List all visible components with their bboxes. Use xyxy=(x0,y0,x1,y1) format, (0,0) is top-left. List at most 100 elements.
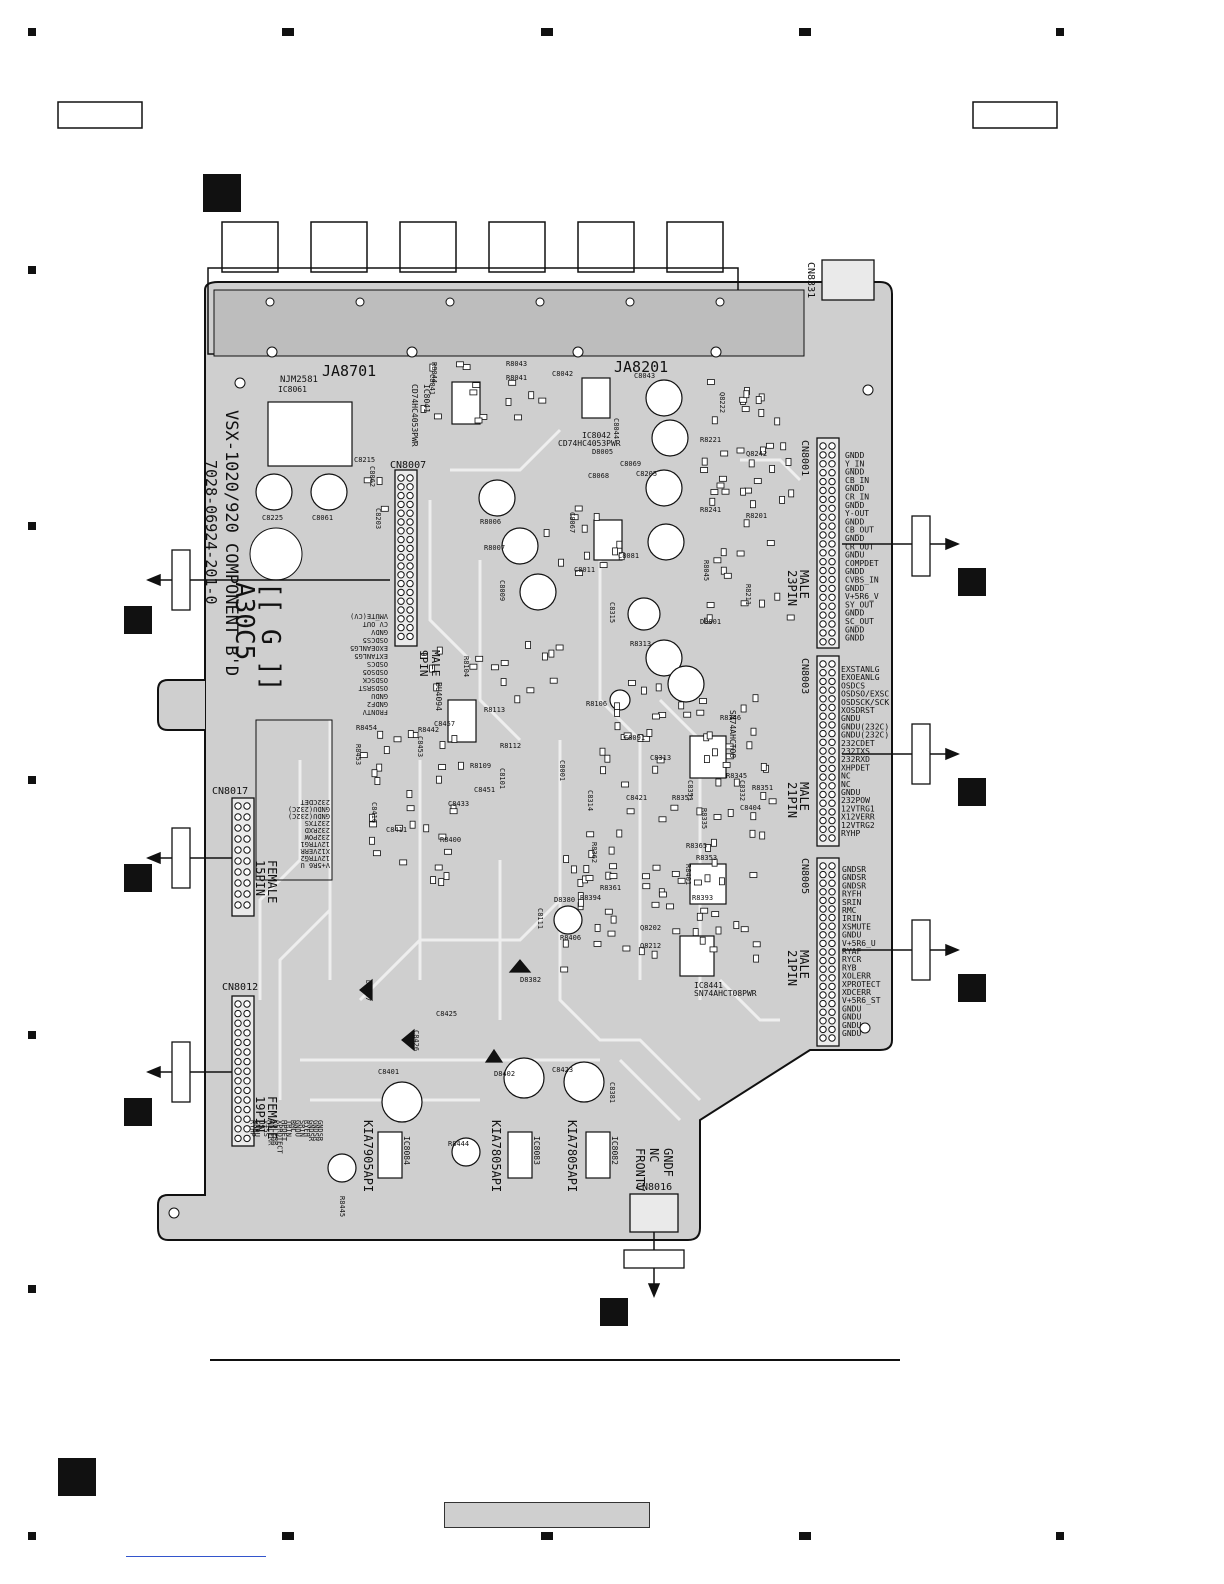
connector-pin xyxy=(397,509,405,517)
smd-pad xyxy=(659,891,667,898)
connector-pin xyxy=(234,1096,242,1104)
smd-pad xyxy=(696,912,703,921)
cn8005-signal: XDCERR xyxy=(842,988,871,997)
connector-pin xyxy=(406,579,414,588)
connector-pin xyxy=(819,834,827,842)
smd-pad xyxy=(610,915,617,924)
smd-pad xyxy=(558,558,564,567)
component-ref: R8365 xyxy=(686,842,707,850)
component-ref: R8043 xyxy=(506,360,527,368)
smd-pad xyxy=(780,442,787,451)
cn8003-signal: 232TXS xyxy=(841,747,870,756)
smd-pad xyxy=(720,450,729,457)
smd-pad xyxy=(372,850,381,857)
smd-pad xyxy=(593,513,600,521)
connector-pin xyxy=(234,824,242,832)
cn8016-signal: FRONTV xyxy=(633,1148,647,1191)
cn8016-ref: CN8016 xyxy=(636,1182,672,1193)
smd-pad xyxy=(672,928,681,935)
component-ref: R8041 xyxy=(506,374,527,382)
mounting-holes xyxy=(168,297,874,1219)
smd-pad xyxy=(443,872,450,880)
smd-pad xyxy=(438,878,445,886)
connector-pin xyxy=(406,571,414,579)
smd-pad xyxy=(581,524,588,533)
smd-pad xyxy=(528,391,535,400)
component-ref: C8081 xyxy=(618,552,639,560)
smd-pad xyxy=(716,482,725,489)
component-ref: R8007 xyxy=(484,544,505,552)
connector-pin xyxy=(819,756,827,764)
smd-pad xyxy=(704,755,710,763)
smd-pad xyxy=(699,698,707,704)
component-ref: C8043 xyxy=(634,372,655,380)
cn8003-signal: X12VERR xyxy=(841,813,875,822)
cn8005-signal: V+5R6_ST xyxy=(842,996,881,1005)
smd-pad xyxy=(449,808,458,815)
connector-pin xyxy=(397,491,405,500)
cn8005-pins: 21PIN xyxy=(785,950,799,986)
cn8001-signal: Y-OUT xyxy=(845,509,869,518)
pcb-side-tab xyxy=(157,679,205,731)
smd-pad xyxy=(562,939,569,948)
cn8001-signal: GNDD xyxy=(845,501,864,510)
cn8003-signal: GNDU xyxy=(841,788,860,797)
component-ref: D8402 xyxy=(494,1070,515,1078)
connector-pin xyxy=(828,834,836,842)
connector-pin xyxy=(397,500,405,509)
smd-pad xyxy=(656,757,665,764)
cn8005-signal: GNDU xyxy=(842,1029,861,1038)
component-ref: R8453 xyxy=(354,744,362,765)
connector-pin xyxy=(828,669,836,677)
smd-pad xyxy=(380,505,389,512)
connector-pin xyxy=(243,901,251,909)
connector-pin xyxy=(828,799,836,807)
smd-pad xyxy=(710,489,719,495)
connector-pin xyxy=(406,544,414,553)
footer-link-underline xyxy=(126,1556,266,1557)
smd-pad xyxy=(429,363,436,372)
component-ref: C8011 xyxy=(574,566,595,574)
smd-pad xyxy=(753,478,762,484)
cn8001-signal: GNDD xyxy=(845,634,864,643)
connector-pin xyxy=(828,982,836,991)
cn8007-signal: GNDV xyxy=(370,628,388,636)
cn8017-signal: GNDU(232C) xyxy=(288,805,330,813)
cn8001-signal: COMPDET xyxy=(845,559,879,568)
component-ref: R8401 xyxy=(684,864,692,885)
ic8041-ref: IC8041 xyxy=(422,384,431,413)
capacitors xyxy=(255,379,705,1183)
smd-pad xyxy=(677,877,686,884)
cn8005-signal: GNDSR xyxy=(842,881,866,890)
connector-pin xyxy=(819,905,827,913)
smd-pad xyxy=(420,404,427,413)
component-ref: C8044 xyxy=(612,418,620,439)
connector-pin xyxy=(828,686,836,694)
connector-pins xyxy=(234,442,836,1143)
smd-pad xyxy=(719,475,727,482)
cn8012-signal: GNDSR xyxy=(307,1120,315,1142)
smd-pad xyxy=(696,709,705,716)
cn8007-signal: OSDSCK xyxy=(362,676,388,684)
connector-pin xyxy=(243,802,251,810)
smd-pad xyxy=(759,831,766,840)
cn8003-ref: CN8003 xyxy=(799,658,810,694)
smd-pad xyxy=(563,855,569,863)
smd-pad xyxy=(666,903,674,910)
smd-pad xyxy=(753,954,759,963)
connector-pin xyxy=(819,1025,827,1034)
connector-pin xyxy=(828,513,836,521)
connector-pin xyxy=(828,999,836,1008)
connector-pin xyxy=(828,522,836,530)
smd-pad xyxy=(435,775,442,784)
connector-pin xyxy=(828,747,836,755)
cn8005-signal: GNDU xyxy=(842,1021,861,1030)
connector-pin xyxy=(819,729,827,738)
smd-pad xyxy=(420,653,428,659)
cn8017-signal: 232TXS xyxy=(305,819,330,827)
cn8001-signal: Y_IN xyxy=(845,459,864,468)
smd-pad xyxy=(671,871,680,877)
connector-pin xyxy=(819,629,827,637)
cn8007-signal: OSDCS5 xyxy=(363,636,388,644)
component-ref: C8068 xyxy=(588,472,609,480)
